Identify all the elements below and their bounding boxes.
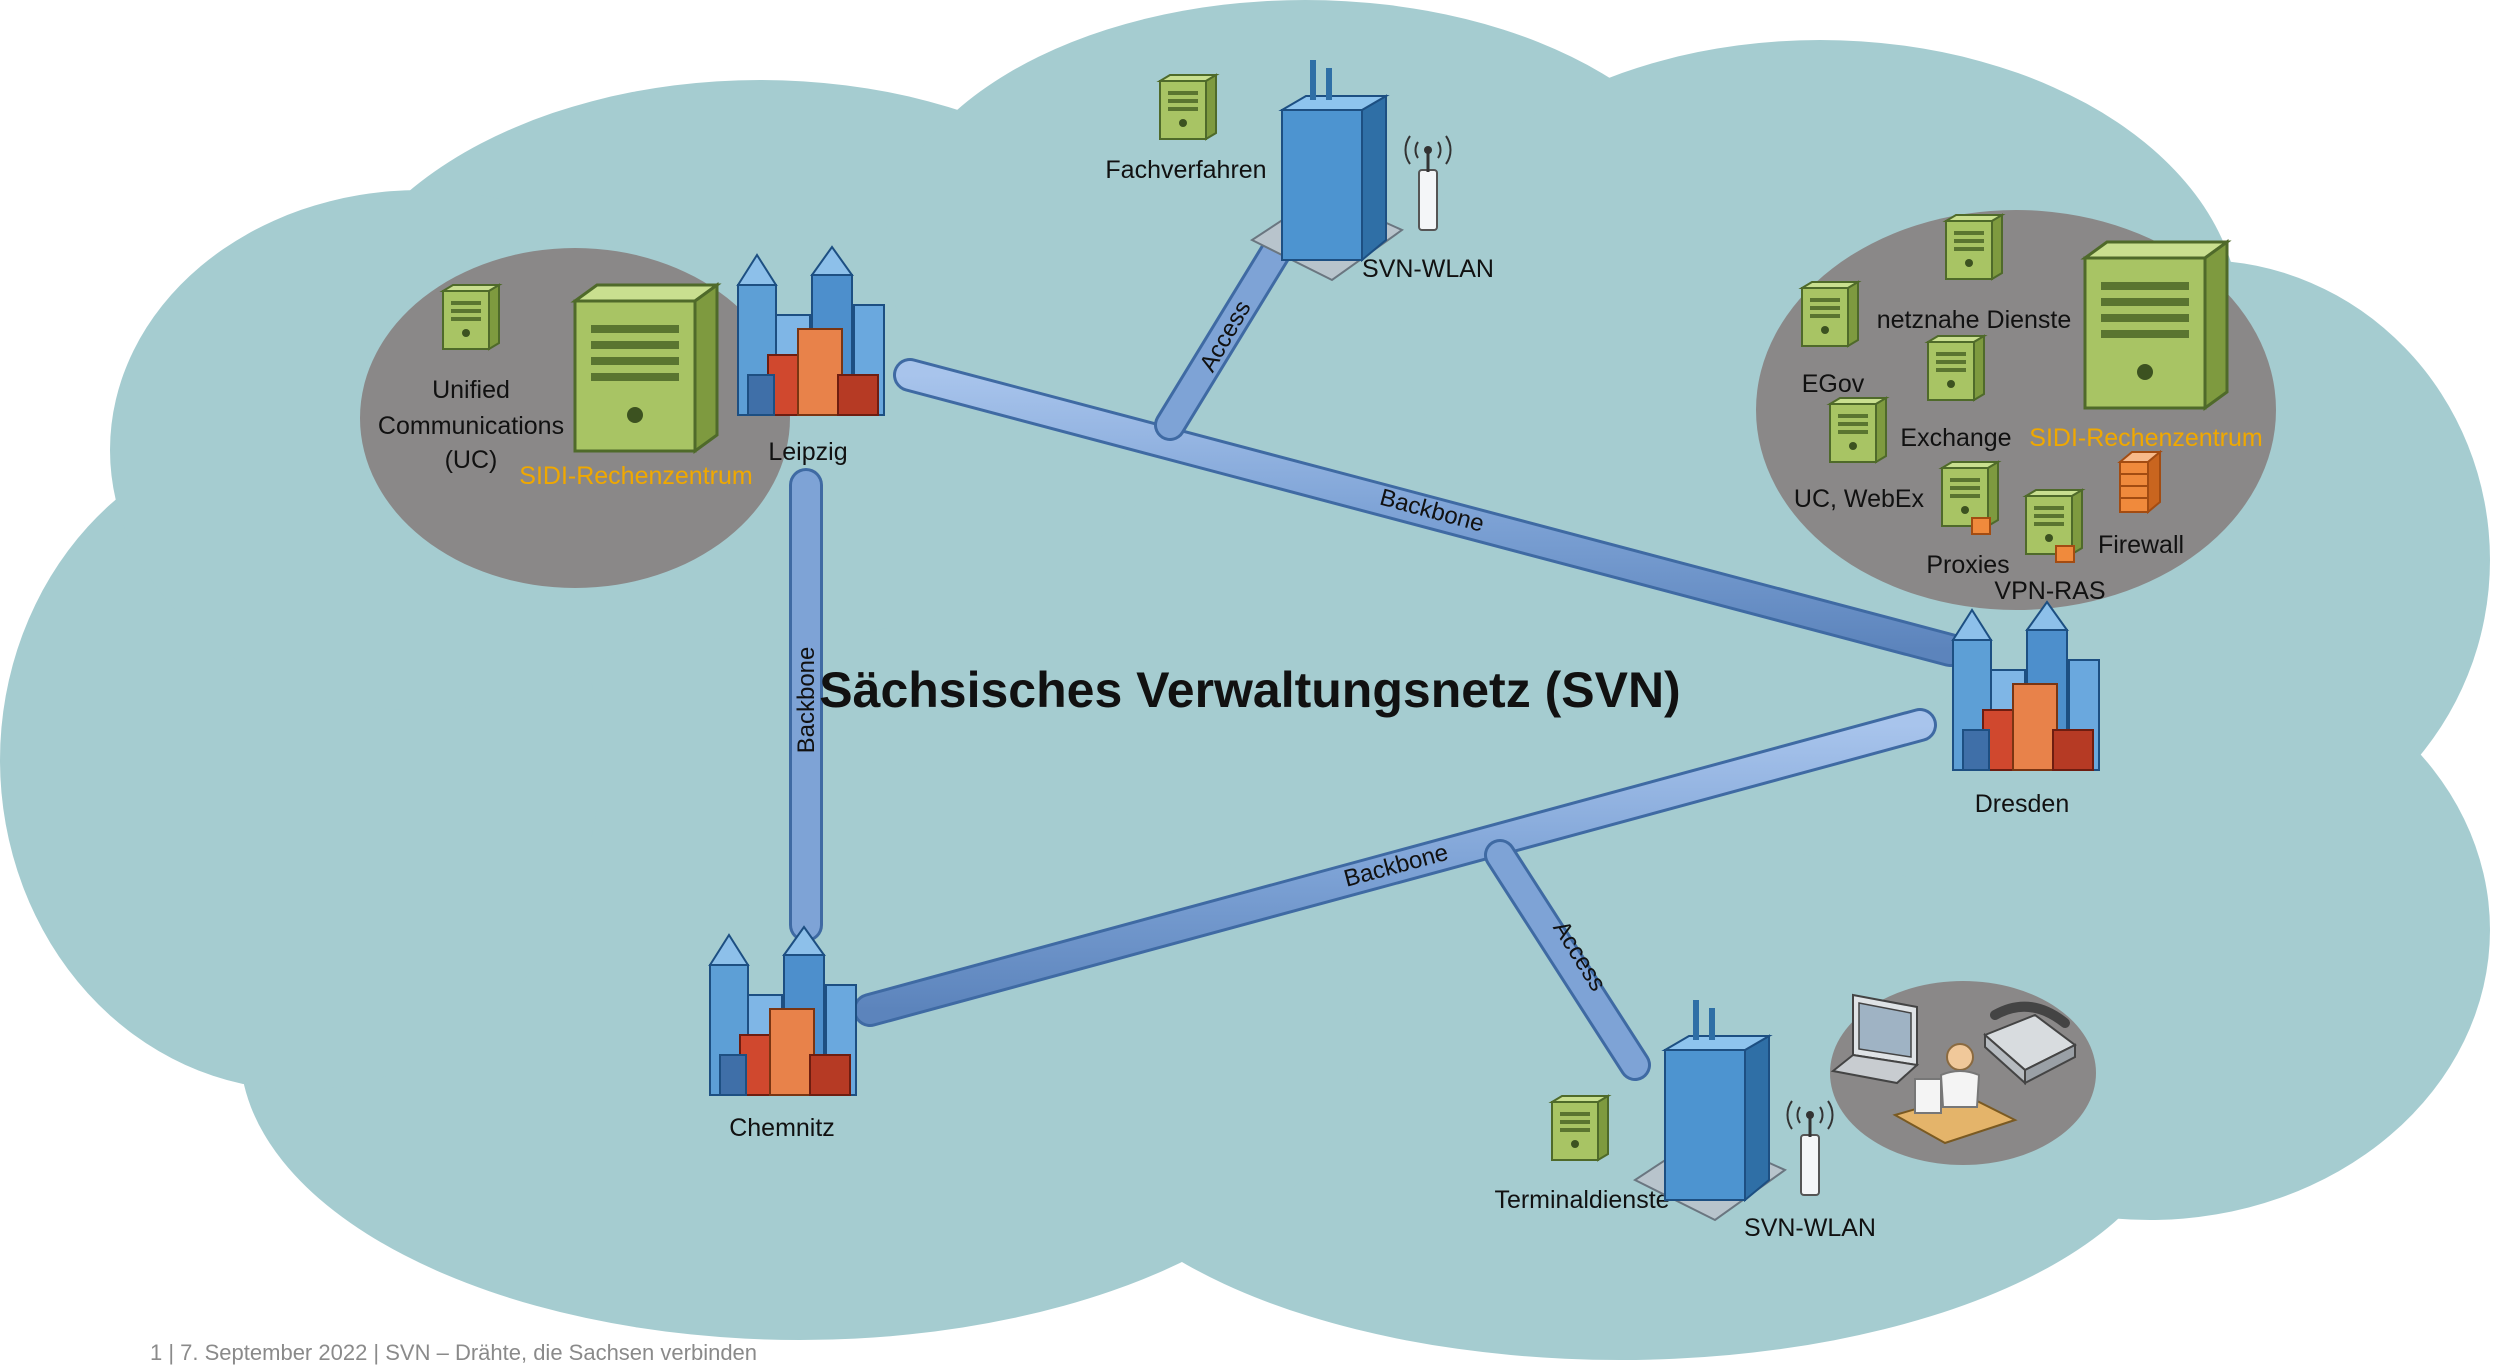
uc-label-line3: (UC) [445, 446, 498, 474]
firewall-label: Firewall [2098, 531, 2184, 559]
dresden-datacenter-server-icon [2083, 240, 2229, 410]
netznahe-server-icon [1945, 214, 2003, 280]
fachverfahren-server-icon [1159, 74, 1217, 140]
fachverfahren-label: Fachverfahren [1105, 156, 1266, 184]
uc-label-line2: Communications [378, 412, 564, 440]
exchange-label: Exchange [1900, 424, 2011, 452]
office-user-icon [1892, 1043, 2018, 1145]
link-access-top [1154, 229, 1296, 441]
terminal-label: Terminaldienste [1494, 1186, 1669, 1214]
vpn-ras-server-icon [2025, 489, 2083, 555]
link-access-bottom [1484, 839, 1651, 1081]
top-wlan-label: SVN-WLAN [1362, 255, 1494, 283]
firewall-icon [2117, 449, 2163, 515]
uc-label-line1: Unified [432, 376, 510, 404]
vpn-ras-badge-icon [2055, 545, 2075, 563]
label-backbone-leipzig-chemnitz: Backbone [793, 647, 820, 754]
workstation-laptop-icon [1830, 993, 1920, 1085]
proxies-server-icon [1941, 461, 1999, 527]
footer-text: 1 | 7. September 2022 | SVN – Drähte, di… [150, 1340, 757, 1365]
chemnitz-label: Chemnitz [729, 1114, 835, 1142]
uc-webex-server-icon [1829, 397, 1887, 463]
link-chemnitz-dresden [853, 708, 1937, 1027]
dresden-label: Dresden [1975, 790, 2070, 818]
leipzig-datacenter-server-icon [573, 283, 719, 453]
egov-server-icon [1801, 281, 1859, 347]
exchange-server-icon [1927, 335, 1985, 401]
egov-label: EGov [1802, 370, 1865, 398]
leipzig-datacenter-label: SIDI-Rechenzentrum [519, 462, 752, 490]
vpn-ras-label: VPN-RAS [1994, 577, 2105, 605]
uc-server-icon [442, 284, 500, 350]
diagram-title: Sächsisches Verwaltungsnetz (SVN) [819, 662, 1680, 718]
link-leipzig-dresden [893, 358, 1967, 667]
desk-telephone-icon [1983, 1001, 2077, 1086]
uc-webex-label: UC, WebEx [1794, 485, 1925, 513]
dresden-datacenter-label: SIDI-Rechenzentrum [2029, 424, 2262, 452]
leipzig-label: Leipzig [768, 438, 847, 466]
terminal-server-icon [1551, 1095, 1609, 1161]
proxies-label: Proxies [1926, 551, 2009, 579]
bottom-wlan-label: SVN-WLAN [1744, 1214, 1876, 1242]
netznahe-label: netznahe Dienste [1877, 306, 2072, 334]
proxies-badge-icon [1971, 517, 1991, 535]
